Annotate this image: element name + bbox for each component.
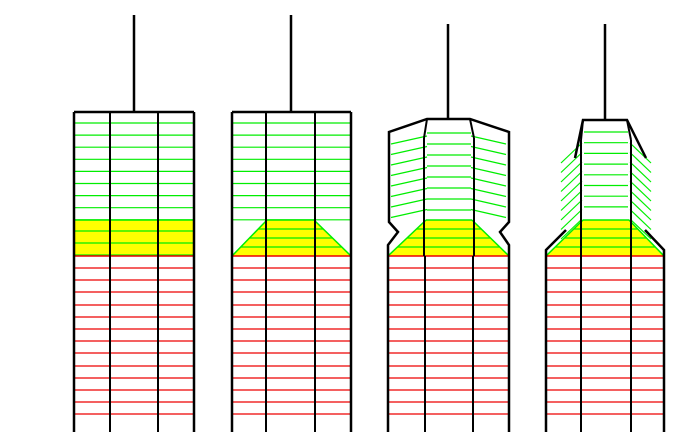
splay-line-right (629, 171, 652, 192)
splay-line-right (629, 199, 652, 221)
splay-line-right (629, 190, 652, 211)
top-chamfer-left (580, 119, 584, 141)
upper-layer-line (390, 187, 428, 198)
stage-3-bulge (386, 24, 511, 432)
top-chamfer-left (423, 118, 428, 139)
stage-1-initial (72, 15, 196, 432)
upper-layer-line (390, 156, 428, 166)
splay-line-left (560, 171, 583, 192)
splay-line-left (560, 199, 583, 221)
upper-layer-line (390, 166, 428, 177)
upper-layer-line (470, 156, 507, 166)
splay-line-right (629, 152, 652, 173)
upper-layer-line (390, 208, 428, 219)
wedge-slope-right (313, 219, 352, 257)
splay-line-left (560, 190, 583, 211)
splay-line-right (629, 161, 652, 183)
splay-line-right (629, 180, 652, 202)
splay-line-left (560, 161, 583, 183)
top-chamfer-right (626, 119, 632, 141)
upper-layer-line (470, 145, 507, 156)
upper-layer-line (470, 187, 507, 198)
upper-layer-line (390, 177, 428, 187)
upper-layer-line (390, 135, 428, 145)
upper-layer-line (470, 166, 507, 177)
splay-line-right (629, 218, 652, 240)
splay-line-left (560, 209, 583, 230)
upper-layer-line (470, 177, 507, 187)
top-cap (573, 118, 648, 159)
stage-4-splay (544, 24, 666, 432)
upper-layer-line (470, 208, 507, 219)
stage-2-wedges (230, 15, 353, 432)
splay-line-right (629, 209, 652, 230)
upper-layer-line (390, 198, 428, 208)
wedge-slope-left (231, 219, 268, 257)
splay-line-right (629, 142, 652, 164)
splay-line-left (560, 142, 583, 164)
wedge-slope-left (545, 219, 584, 257)
wedge-slope-right (471, 219, 510, 257)
upper-layer-line (470, 135, 507, 145)
upper-layer-line (390, 145, 428, 156)
wedge-slope-left (387, 219, 427, 257)
middle-layer-fill (74, 220, 194, 256)
block-outline-right (644, 229, 666, 256)
block-outline-left (544, 229, 567, 256)
splay-line-left (560, 152, 583, 173)
upper-layer-line (470, 198, 507, 208)
top-chamfer-right (469, 118, 475, 139)
wedge-slope-right (628, 219, 665, 257)
splay-line-left (560, 180, 583, 202)
splay-line-left (560, 218, 583, 240)
